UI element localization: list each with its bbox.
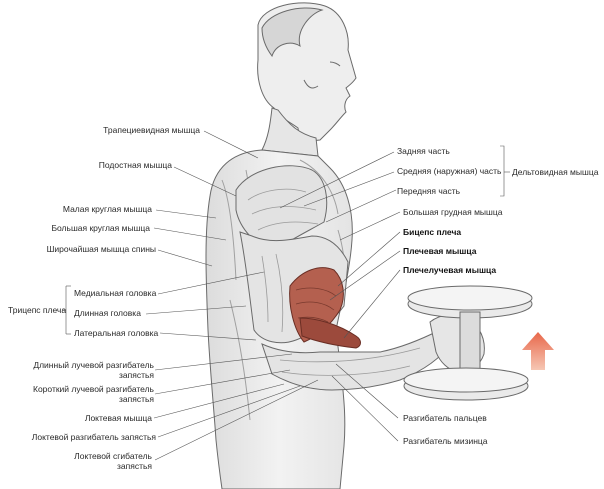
neck-figure xyxy=(261,107,319,157)
label-ecu: Локтевой разгибатель запястья xyxy=(31,432,156,442)
label-pectoralis: Большая грудная мышца xyxy=(403,207,503,217)
label-deltoid-middle: Средняя (наружная) часть xyxy=(397,166,502,176)
label-brachialis: Плечевая мышца xyxy=(403,246,477,256)
label-ecr-longus-line2: запястья xyxy=(118,370,154,380)
label-long-head: Длинная головка xyxy=(74,308,141,318)
label-fcu: Локтевой сгибатель запястья xyxy=(74,451,152,471)
leader-lines-left xyxy=(62,130,319,461)
label-deltoid-group: Дельтовидная мышца xyxy=(512,167,599,177)
label-teres-minor: Малая круглая мышца xyxy=(62,204,152,214)
label-deltoid-front: Передняя часть xyxy=(397,186,461,196)
leader-lines-right xyxy=(279,145,510,442)
label-ecr-longus: Длинный лучевой разгибатель запястья xyxy=(33,360,154,380)
up-arrow-icon xyxy=(522,332,554,370)
label-ecr-brevis-line1: Короткий лучевой разгибатель xyxy=(33,384,154,394)
label-medial-head: Медиальная головка xyxy=(74,288,157,298)
head-figure xyxy=(257,2,357,143)
label-anconeus: Локтевая мышца xyxy=(84,413,152,423)
label-ext-digitorum: Разгибатель пальцев xyxy=(403,413,487,423)
label-triceps-group: Трицепс плеча xyxy=(8,305,67,315)
label-ecr-longus-line1: Длинный лучевой разгибатель xyxy=(33,360,154,370)
label-trapezius: Трапециевидная мышца xyxy=(103,125,200,135)
label-fcu-line1: Локтевой сгибатель xyxy=(74,451,152,461)
label-fcu-line2: запястья xyxy=(116,461,152,471)
label-deltoid-rear: Задняя часть xyxy=(397,146,450,156)
label-brachioradialis: Плечелучевая мышца xyxy=(403,265,497,275)
label-ecr-brevis-line2: запястья xyxy=(118,394,154,404)
label-infraspinatus: Подостная мышца xyxy=(98,160,172,170)
dumbbell-figure xyxy=(403,285,533,401)
brachioradialis-highlight xyxy=(299,317,361,349)
label-lateral-head: Латеральная головка xyxy=(74,328,159,338)
label-teres-major: Большая круглая мышца xyxy=(51,223,150,233)
label-ext-digiti-minimi: Разгибатель мизинца xyxy=(403,436,488,446)
label-latissimus: Широчайшая мышца спины xyxy=(46,244,156,254)
label-biceps: Бицепс плеча xyxy=(403,227,462,237)
label-ecr-brevis: Короткий лучевой разгибатель запястья xyxy=(33,384,154,404)
